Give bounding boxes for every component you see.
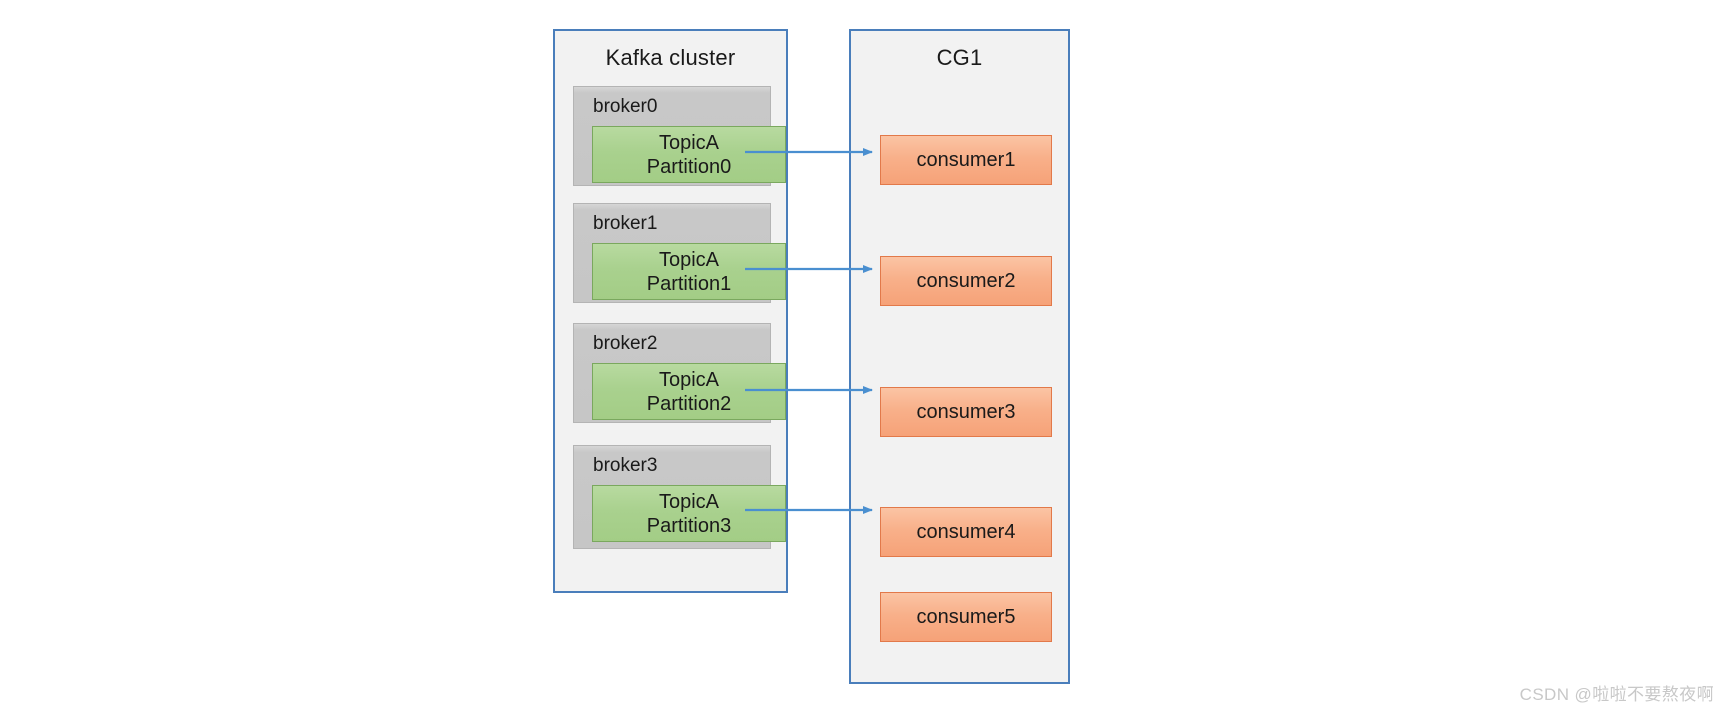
- partition-box-2: TopicA Partition2: [592, 363, 786, 420]
- partition-box-0: TopicA Partition0: [592, 126, 786, 183]
- consumer-box-5: consumer5: [880, 592, 1052, 642]
- consumer-label-1: consumer1: [916, 148, 1016, 171]
- partition-topic-3: TopicA: [658, 490, 720, 513]
- partition-box-3: TopicA Partition3: [592, 485, 786, 542]
- broker-label-2: broker2: [593, 333, 658, 354]
- partition-box-1: TopicA Partition1: [592, 243, 786, 300]
- partition-topic-1: TopicA: [658, 248, 720, 271]
- consumer-label-2: consumer2: [916, 269, 1016, 292]
- broker-label-3: broker3: [593, 455, 658, 476]
- partition-id-0: Partition0: [646, 155, 732, 178]
- consumer-box-4: consumer4: [880, 507, 1052, 557]
- consumer-box-3: consumer3: [880, 387, 1052, 437]
- broker-label-1: broker1: [593, 213, 658, 234]
- consumer-box-1: consumer1: [880, 135, 1052, 185]
- broker-label-0: broker0: [593, 96, 658, 117]
- consumer-group-panel: CG1 consumer1 consumer2 consumer3 consum…: [849, 29, 1070, 684]
- partition-topic-0: TopicA: [658, 131, 720, 154]
- consumer-group-title: CG1: [936, 45, 983, 70]
- consumer-label-3: consumer3: [916, 400, 1016, 423]
- partition-topic-2: TopicA: [658, 368, 720, 391]
- consumer-box-2: consumer2: [880, 256, 1052, 306]
- partition-id-3: Partition3: [646, 514, 732, 537]
- broker-box-1: broker1 TopicA Partition1: [573, 203, 786, 303]
- broker-box-3: broker3 TopicA Partition3: [573, 445, 786, 549]
- kafka-cluster-title: Kafka cluster: [605, 45, 736, 70]
- partition-id-1: Partition1: [646, 272, 732, 295]
- csdn-watermark: CSDN @啦啦不要熬夜啊: [1519, 685, 1714, 704]
- broker-box-0: broker0 TopicA Partition0: [573, 86, 786, 186]
- consumer-label-4: consumer4: [916, 520, 1016, 543]
- consumer-label-5: consumer5: [916, 605, 1016, 628]
- broker-box-2: broker2 TopicA Partition2: [573, 323, 786, 423]
- kafka-cluster-panel: Kafka cluster broker0 TopicA Partition0 …: [553, 29, 788, 593]
- partition-id-2: Partition2: [646, 392, 732, 415]
